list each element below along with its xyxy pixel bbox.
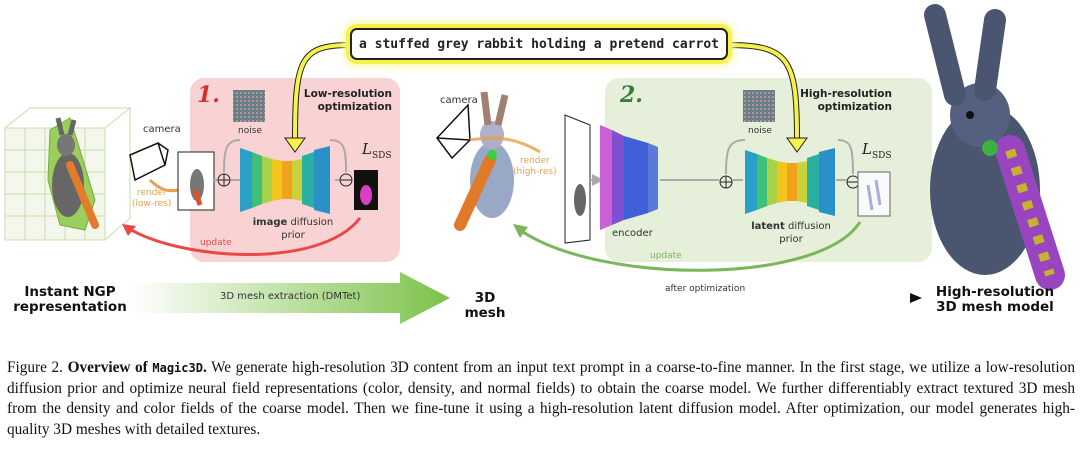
camera-icon-1 [129, 141, 169, 182]
noise-label-2: noise [748, 126, 772, 136]
camera-icon-2 [436, 103, 471, 160]
sds-loss-label-1: LSDS [362, 140, 392, 161]
figure-caption: Figure 2. Overview of Magic3D. We genera… [7, 359, 1075, 438]
sds-gradient-image-2 [857, 171, 891, 217]
text-prompt: a stuffed grey rabbit holding a pretend … [350, 28, 728, 60]
encoder-label: encoder [612, 228, 653, 239]
after-optimization-label: after optimization [665, 284, 746, 294]
render-arrow-1 [148, 178, 179, 193]
camera-label-2: camera [440, 95, 478, 106]
extraction-label: 3D mesh extraction (DMTet) [220, 291, 361, 302]
sds-loss-label-2: LSDS [862, 140, 892, 161]
final-rabbit-image [924, 4, 1065, 290]
camera-label-1: camera [143, 124, 181, 135]
coarse-rabbit-image [47, 117, 99, 231]
render-label-2: render(high-res) [513, 156, 557, 177]
update-arrow-2 [519, 221, 862, 272]
update-arrow-1 [127, 217, 362, 256]
encoder-block [600, 125, 658, 230]
pipeline-diagram [4, 4, 1065, 324]
latent-diffusion-unet [745, 148, 835, 216]
render-label-1: render(low-res) [132, 188, 172, 209]
high-res-render [564, 114, 591, 244]
image-diffusion-unet [240, 146, 330, 214]
update-label-1: update [200, 238, 232, 248]
noise-image-2 [743, 90, 775, 122]
render-arrow-2 [469, 136, 541, 154]
mesh-rabbit-image [454, 91, 514, 231]
noise-image-1 [233, 90, 265, 122]
stage1-number: 1. [197, 82, 220, 108]
mesh-extraction-arrow [130, 272, 450, 324]
stage2-number: 2. [620, 82, 643, 108]
noise-label-1: noise [238, 126, 262, 136]
update-label-2: update [650, 251, 682, 261]
mesh-label: 3D mesh [464, 290, 506, 321]
